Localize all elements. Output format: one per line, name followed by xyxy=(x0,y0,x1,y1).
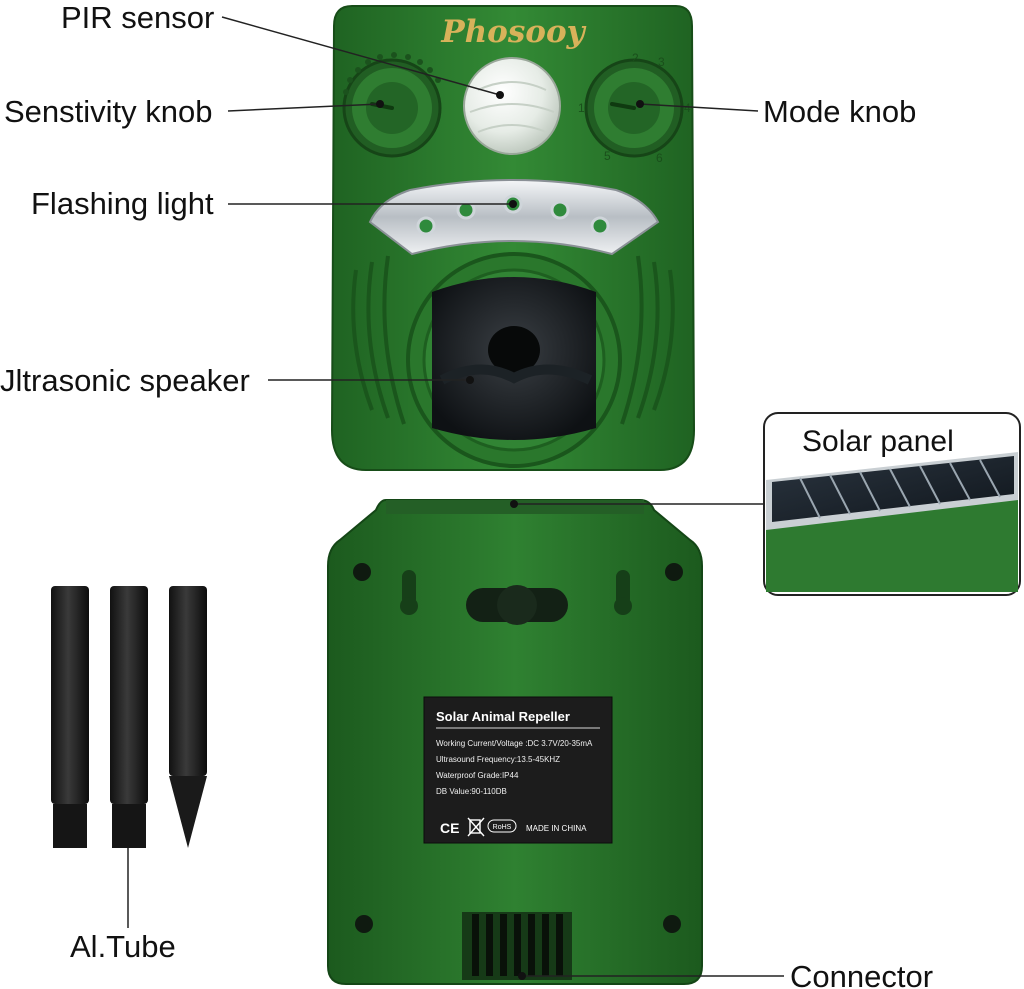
mode-number-4: 4 xyxy=(684,101,691,115)
mode-knob-callout: Mode knob xyxy=(763,94,916,129)
label-line-3: Waterproof Grade:IP44 xyxy=(436,771,519,780)
rohs-text: RoHS xyxy=(493,824,512,831)
pir-callout-line xyxy=(221,16,501,96)
rohs-badge xyxy=(487,819,517,833)
side-ribs xyxy=(351,255,675,425)
mode-number-2: 2 xyxy=(632,51,639,65)
led-1 xyxy=(416,216,436,236)
pir-sensor-callout: PIR sensor xyxy=(61,0,214,35)
weee-bin-icon xyxy=(467,817,485,837)
label-line-1: Working Current/Voltage :DC 3.7V/20-35mA xyxy=(436,739,593,748)
led-2 xyxy=(456,200,476,220)
solar-cell-lines xyxy=(799,459,1001,519)
mode-knob[interactable] xyxy=(584,58,684,158)
connector-callout: Connector xyxy=(790,959,933,989)
mode-number-5: 5 xyxy=(604,149,611,163)
mode-number-6: 6 xyxy=(656,151,663,165)
spec-label: Solar Animal Repeller Working Current/Vo… xyxy=(423,696,613,844)
led-4 xyxy=(550,200,570,220)
keyhole-hangers xyxy=(400,570,632,615)
brand-logo: Phosooy xyxy=(440,14,586,50)
flashing-light-bar xyxy=(368,179,660,256)
mode-dial-numbers: 1 2 3 4 5 6 xyxy=(578,51,691,165)
screw-holes xyxy=(353,563,683,933)
al-tube-callout: Al.Tube xyxy=(70,929,176,964)
sensitivity-scale xyxy=(343,52,441,95)
sensitivity-knob-callout: Senstivity knob xyxy=(4,94,213,129)
al-tubes xyxy=(51,586,207,848)
tube-1 xyxy=(51,586,89,848)
label-line-2: Ultrasound Frequency:13.5-45KHZ xyxy=(436,755,560,764)
label-title: Solar Animal Repeller xyxy=(436,709,570,724)
ce-mark: CE xyxy=(440,820,459,836)
callout-lines xyxy=(127,16,784,977)
flashing-light-callout: Flashing light xyxy=(31,186,214,221)
ultrasonic-speaker xyxy=(406,252,622,468)
mode-number-3: 3 xyxy=(658,55,665,69)
led-lights xyxy=(416,194,610,236)
tube-2 xyxy=(110,586,148,848)
sensitivity-knob[interactable] xyxy=(342,58,442,158)
label-line-4: DB Value:90-110DB xyxy=(436,787,507,796)
connector-vent xyxy=(462,912,572,980)
solar-panel-callout: Solar panel xyxy=(802,425,954,458)
back-device: Solar Animal Repeller Working Current/Vo… xyxy=(327,499,703,985)
callout-dots xyxy=(376,91,644,980)
sensitivity-callout-line xyxy=(227,103,381,112)
rubber-cap xyxy=(466,585,568,625)
mode-number-1: 1 xyxy=(578,101,585,115)
led-5 xyxy=(590,216,610,236)
mode-callout-line xyxy=(639,103,759,112)
tube-spike xyxy=(169,586,207,848)
ultrasonic-speaker-callout: Jltrasonic speaker xyxy=(0,363,250,398)
made-in-text: MADE IN CHINA xyxy=(526,824,587,833)
front-device: Phosooy 1 xyxy=(330,5,696,471)
solar-panel-inset: Solar panel xyxy=(763,412,1021,596)
pir-sensor xyxy=(463,57,561,155)
